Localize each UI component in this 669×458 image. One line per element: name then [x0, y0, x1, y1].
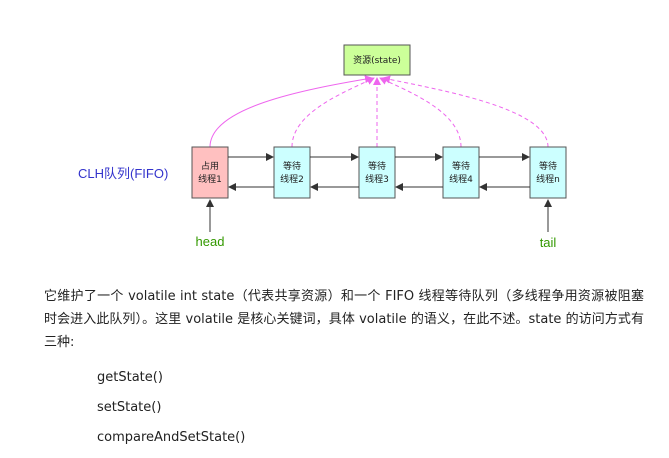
- arc-node4-resource: [379, 77, 462, 148]
- svg-text:线程n: 线程n: [536, 173, 560, 185]
- tail-label: tail: [540, 235, 557, 250]
- svg-text:等待: 等待: [368, 160, 386, 172]
- head-label: head: [196, 234, 225, 249]
- queue-node-n: 等待 线程n: [529, 146, 567, 199]
- method-compare-and-set-state: compareAndSetState(): [97, 430, 246, 445]
- resource-state-box: 资源(state): [343, 44, 411, 76]
- queue-node-2: 等待 线程2: [273, 146, 311, 199]
- queue-node-4: 等待 线程4: [442, 146, 480, 199]
- svg-text:等待: 等待: [452, 160, 470, 172]
- method-set-state: setState(): [97, 400, 162, 415]
- queue-label: CLH队列(FIFO): [78, 166, 168, 181]
- svg-text:线程1: 线程1: [198, 173, 222, 185]
- queue-node-1: 占用 线程1: [191, 146, 229, 199]
- svg-text:占用: 占用: [201, 160, 219, 172]
- svg-text:线程3: 线程3: [365, 173, 389, 185]
- svg-text:线程2: 线程2: [280, 173, 304, 185]
- state-methods-list: getState() setState() compareAndSetState…: [97, 368, 245, 458]
- method-get-state: getState(): [97, 370, 163, 385]
- arc-noden-resource: [382, 75, 549, 148]
- clh-queue-diagram: 资源(state) 占用 线程1 等待 线程2 等待 线程3 等待 线程4 等待…: [78, 44, 567, 250]
- queue-node-3: 等待 线程3: [358, 146, 396, 199]
- arc-node1-resource: [209, 75, 373, 148]
- description-paragraph: 它维护了一个 volatile int state（代表共享资源）和一个 FIF…: [44, 289, 644, 350]
- svg-text:线程4: 线程4: [449, 173, 473, 185]
- arc-node2-resource: [291, 77, 375, 148]
- svg-text:等待: 等待: [539, 160, 557, 172]
- resource-label: 资源(state): [353, 55, 401, 66]
- svg-text:等待: 等待: [283, 160, 301, 172]
